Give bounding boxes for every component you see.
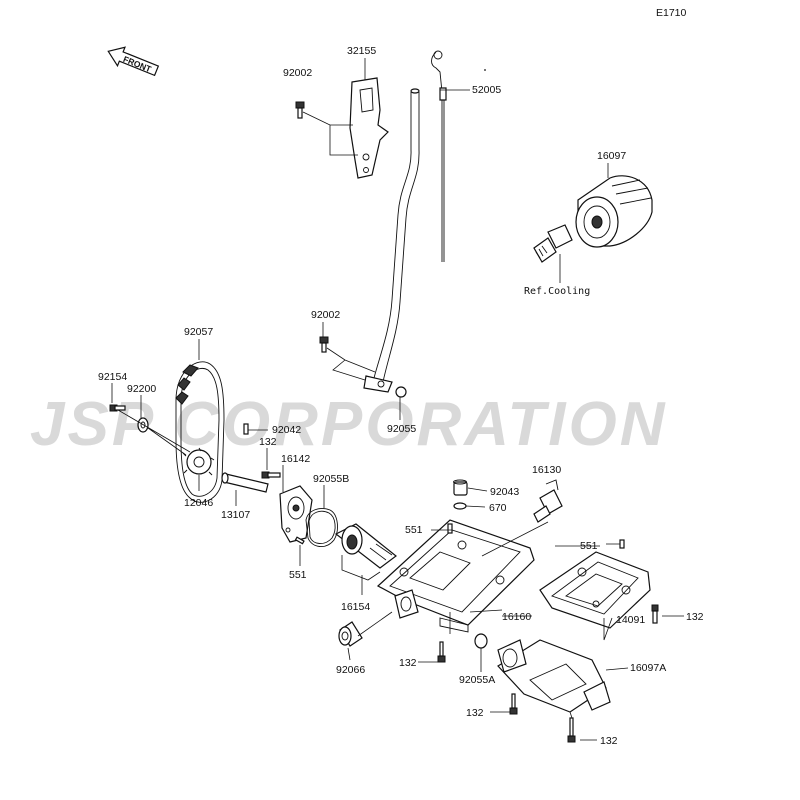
- label-52005: 52005: [472, 84, 501, 96]
- label-13107: 13107: [221, 509, 250, 521]
- bolt-92154: [109, 404, 126, 412]
- label-551-cover: 551: [580, 540, 598, 552]
- sensor-16130: [533, 479, 563, 523]
- label-32155: 32155: [347, 45, 376, 57]
- label-16097: 16097: [597, 150, 626, 162]
- label-92043: 92043: [490, 486, 519, 498]
- label-16130: 16130: [532, 464, 561, 476]
- label-132-cover: 132: [686, 611, 704, 623]
- pin-92042: [243, 423, 249, 435]
- bushing-92066: [338, 621, 363, 647]
- label-16154: 16154: [341, 601, 370, 613]
- dipstick-bracket: [349, 77, 389, 179]
- filter-fitting: [533, 224, 573, 263]
- label-670: 670: [489, 502, 507, 514]
- bolt-92002-upper: [295, 101, 305, 119]
- label-92055A: 92055A: [459, 674, 495, 686]
- sprocket-12046: [182, 447, 215, 476]
- bolt-132-body: [437, 641, 446, 663]
- gasket-92055B: [305, 508, 338, 547]
- label-132-outlet-a: 132: [466, 707, 484, 719]
- label-92200: 92200: [127, 383, 156, 395]
- o-ring-92055: [395, 386, 407, 398]
- bolt-92002-lower: [319, 336, 329, 353]
- watermark: JSP CORPORATION: [30, 390, 668, 459]
- o-ring-92055A: [474, 633, 488, 649]
- oil-pipe: [363, 88, 420, 393]
- label-92042: 92042: [272, 424, 301, 436]
- pump-body-16160: [376, 519, 535, 633]
- ref-cooling-note: Ref.Cooling: [524, 286, 590, 297]
- label-92055: 92055: [387, 423, 416, 435]
- pin-551-body: [447, 523, 453, 534]
- oil-pump-16142: [279, 485, 313, 543]
- front-arrow-icon: FRONT: [107, 46, 160, 77]
- label-16097A: 16097A: [630, 662, 666, 674]
- label-92154: 92154: [98, 371, 127, 383]
- strainer-16154: [334, 523, 397, 569]
- cover-14091: [539, 551, 651, 629]
- label-16142: 16142: [281, 453, 310, 465]
- label-92066: 92066: [336, 664, 365, 676]
- label-551-pump: 551: [289, 569, 307, 581]
- label-132-outlet-b: 132: [600, 735, 618, 747]
- label-92002-lower: 92002: [311, 309, 340, 321]
- label-132-body: 132: [399, 657, 417, 669]
- oil-filter: [575, 175, 653, 248]
- label-92002-upper: 92002: [283, 67, 312, 79]
- label-16160: 16160: [502, 611, 531, 623]
- outlet-cover-16097A: [497, 639, 611, 713]
- pump-shaft-13107: [221, 472, 269, 493]
- label-92057: 92057: [184, 326, 213, 338]
- label-14091: 14091: [616, 614, 645, 626]
- bolt-132-outlet-b: [567, 717, 576, 743]
- label-92055B: 92055B: [313, 473, 349, 485]
- diagram-code: E1710: [656, 7, 687, 19]
- front-label: FRONT: [122, 54, 154, 75]
- label-551-body: 551: [405, 524, 423, 536]
- pin-551-pump: [294, 536, 305, 545]
- drive-chain: [175, 361, 225, 503]
- label-12046: 12046: [184, 497, 213, 509]
- pin-551-cover: [619, 539, 625, 549]
- dipstick: [431, 50, 486, 262]
- label-132-pump: 132: [259, 436, 277, 448]
- bolt-132-outlet-a: [509, 693, 518, 715]
- o-ring-670: [453, 502, 467, 510]
- cap-92043: [453, 479, 468, 496]
- bolt-132-pump: [261, 471, 281, 479]
- bolt-132-cover: [651, 604, 659, 624]
